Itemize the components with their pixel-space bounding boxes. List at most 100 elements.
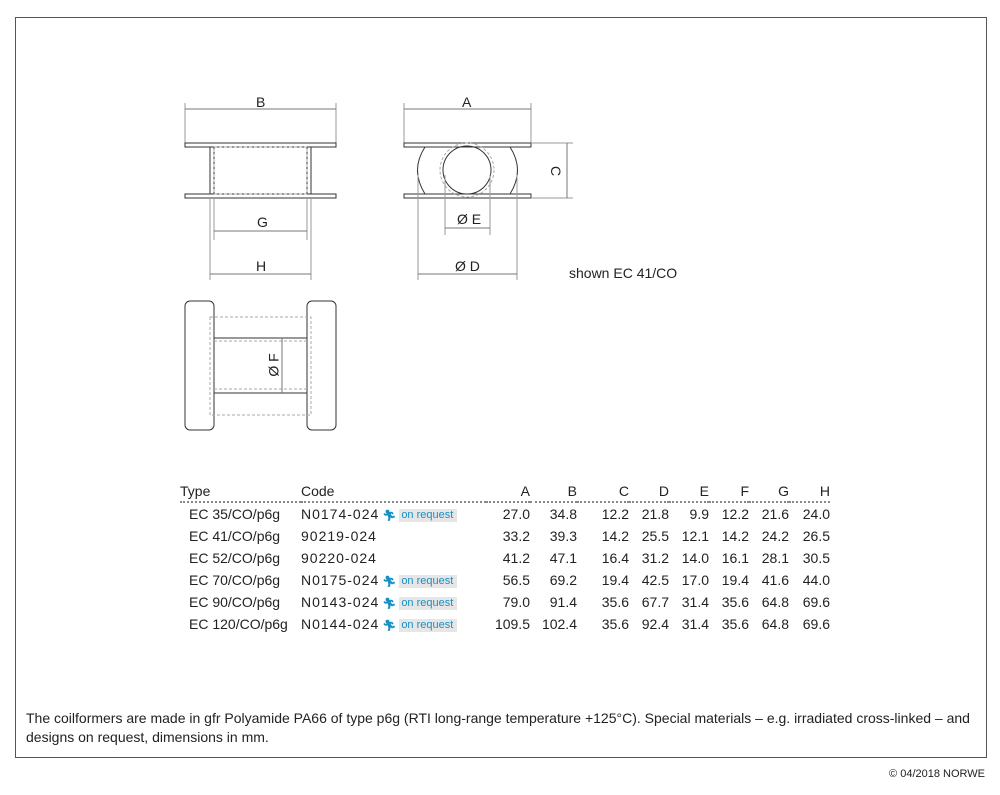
dim-label-f: Ø F [265,353,282,377]
product-code: 90219-024 [301,528,377,544]
dimension-cell: 14.2 [721,528,749,544]
code-cell: 90219-024 [301,525,486,547]
dimension-cell: 44.0 [802,572,830,588]
side-view [184,103,337,280]
dimension-cell: 31.4 [681,594,709,610]
dimension-cell: 30.5 [802,550,830,566]
dimension-cell: 109.5 [494,616,530,632]
dimension-cell: 21.6 [761,506,789,522]
type-cell: EC 120/CO/p6g [189,616,288,632]
dim-label-b: B [256,94,266,110]
content-frame [15,17,987,758]
top-view [184,300,337,431]
runner-icon: 🏃︎ [379,598,397,610]
dimension-cell: 12.1 [681,528,709,544]
dimension-cell: 34.8 [549,506,577,522]
table-row: EC 41/CO/p6g 90219-024 33.2 39.3 14.2 25.5 12.… [180,525,830,547]
table-row: EC 35/CO/p6g N0174-024 🏃︎on request 27.0 34… [180,502,830,525]
dimension-cell: 35.6 [721,616,749,632]
dimension-cell: 69.6 [802,616,830,632]
dimension-cell: 9.9 [689,506,709,522]
front-view [403,103,573,280]
type-cell: EC 35/CO/p6g [189,506,281,522]
dimension-cell: 25.5 [641,528,669,544]
dimension-cell: 14.0 [681,550,709,566]
column-header: F [709,481,749,503]
column-header: H [789,481,830,503]
table-row: EC 120/CO/p6g N0144-024 🏃︎on request 109.5… [180,613,830,635]
dimension-cell: 31.2 [641,550,669,566]
dimension-cell: 56.5 [502,572,530,588]
dimension-cell: 19.4 [601,572,629,588]
dimension-cell: 19.4 [721,572,749,588]
product-code: 90220-024 [301,550,377,566]
product-code: N0175-024 [301,572,380,588]
type-cell: EC 41/CO/p6g [189,528,281,544]
drawing-caption: shown EC 41/CO [569,265,678,281]
code-cell: N0143-024 🏃︎on request [301,591,486,613]
dim-label-c: C [548,165,565,177]
on-request-badge: on request [399,597,458,610]
dimension-cell: 42.5 [641,572,669,588]
dimension-cell: 16.1 [721,550,749,566]
material-note: The coilformers are made in gfr Polyamid… [26,710,970,745]
type-cell: EC 52/CO/p6g [189,550,281,566]
dimension-cell: 24.2 [761,528,789,544]
dimension-cell: 41.6 [761,572,789,588]
dimension-cell: 47.1 [549,550,577,566]
dimension-cell: 69.2 [549,572,577,588]
dimension-cell: 26.5 [802,528,830,544]
runner-icon: 🏃︎ [379,576,397,588]
on-request-badge: on request [399,509,458,522]
dimension-cell: 35.6 [601,594,629,610]
column-header: Type [180,481,301,503]
dim-label-a: A [462,94,472,110]
dimension-cell: 27.0 [502,506,530,522]
dim-label-g: G [257,214,268,230]
type-cell: EC 90/CO/p6g [189,594,281,610]
dimension-cell: 39.3 [549,528,577,544]
dimension-cell: 67.7 [641,594,669,610]
product-code: N0143-024 [301,594,380,610]
code-cell: N0175-024 🏃︎on request [301,569,486,591]
dim-label-h: H [256,258,267,274]
dimension-cell: 12.2 [721,506,749,522]
dimension-cell: 33.2 [502,528,530,544]
dimension-cell: 16.4 [601,550,629,566]
dimension-cell: 91.4 [549,594,577,610]
runner-icon: 🏃︎ [379,620,397,632]
dimension-cell: 31.4 [681,616,709,632]
dimension-cell: 92.4 [641,616,669,632]
column-header: C [577,481,629,503]
dimension-cell: 102.4 [541,616,577,632]
dimension-cell: 14.2 [601,528,629,544]
dimension-cell: 35.6 [601,616,629,632]
dimension-cell: 41.2 [502,550,530,566]
dim-label-e: Ø E [457,211,482,227]
column-header: D [629,481,669,503]
code-cell: 90220-024 [301,547,486,569]
on-request-badge: on request [399,575,458,588]
table-row: EC 52/CO/p6g 90220-024 41.2 47.1 16.4 31.2 14.… [180,547,830,569]
dimension-cell: 17.0 [681,572,709,588]
copyright: © 04/2018 NORWE [889,768,985,780]
product-code: N0144-024 [301,616,380,632]
column-header: G [749,481,789,503]
dimension-cell: 12.2 [601,506,629,522]
dimension-cell: 64.8 [761,594,789,610]
runner-icon: 🏃︎ [379,510,397,522]
dim-label-d: Ø D [455,258,480,274]
column-header: B [530,481,577,503]
column-header: E [669,481,709,503]
code-cell: N0144-024 🏃︎on request [301,613,486,635]
product-code: N0174-024 [301,506,380,522]
code-cell: N0174-024 🏃︎on request [301,502,486,525]
column-header: Code [301,481,486,503]
dimension-cell: 28.1 [761,550,789,566]
